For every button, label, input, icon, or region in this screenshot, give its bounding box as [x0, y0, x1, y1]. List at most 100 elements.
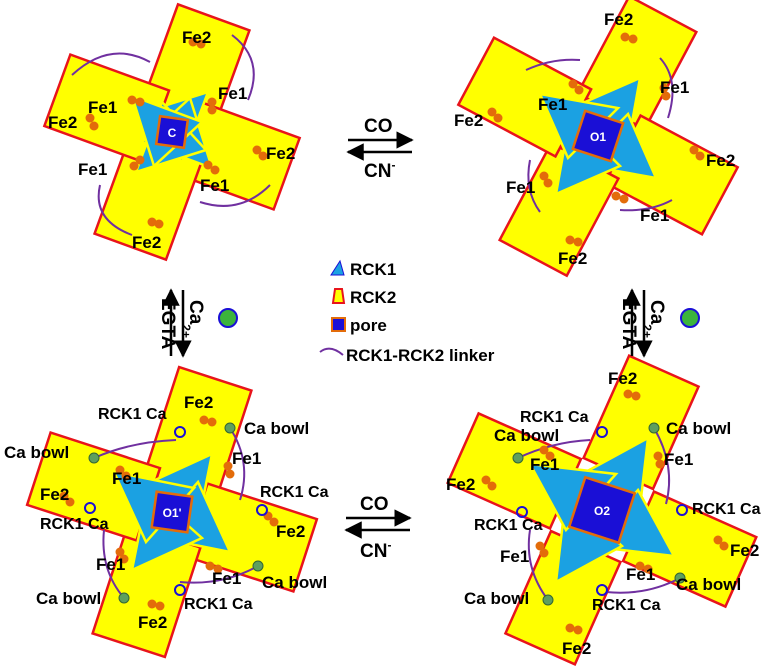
fe1-label: Fe1 — [500, 547, 529, 566]
pore: O1' — [150, 490, 194, 534]
pore-label: C — [168, 126, 177, 140]
egta-label: EGTA — [157, 298, 178, 350]
ca-bowl-label: Ca bowl — [36, 589, 101, 608]
state-open1-prime: O1' Fe2 RCK1 Ca Ca bowl Ca bowl Fe1 Fe1 … — [4, 365, 329, 659]
linkers — [517, 427, 681, 601]
fe2-label: Fe2 — [446, 475, 475, 494]
pore: O1 — [571, 109, 625, 163]
fe1-label: Fe1 — [88, 98, 117, 117]
site-labels: Fe2 RCK1 Ca Ca bowl Ca bowl Fe1 Fe1 Fe2 … — [4, 393, 329, 632]
cn-label: CN- — [360, 538, 391, 562]
linkers — [71, 34, 271, 236]
rck1-ca-label: RCK1 Ca — [184, 596, 253, 613]
fe1-label: Fe1 — [218, 84, 247, 103]
transition-bottom: CO CN- — [344, 494, 412, 562]
fe1-label: Fe1 — [232, 449, 261, 468]
fe2-label: Fe2 — [266, 144, 295, 163]
fe2-label: Fe2 — [276, 522, 305, 541]
fe2-label: Fe2 — [706, 151, 735, 170]
pore-label: O1' — [163, 506, 182, 520]
ca-bowl-label: Ca bowl — [262, 573, 327, 592]
ca-bowl-label: Ca bowl — [244, 419, 309, 438]
cn-label: CN- — [364, 158, 395, 182]
pore: C — [154, 114, 190, 150]
fe1-label: Fe1 — [664, 450, 693, 469]
egta-label: EGTA — [618, 298, 639, 350]
ca-bowl-label: Ca bowl — [4, 443, 69, 462]
fe1-label: Fe1 — [112, 469, 141, 488]
co-label: CO — [360, 494, 389, 515]
rck1-ca-label: RCK1 Ca — [692, 501, 761, 518]
linkers — [525, 57, 674, 213]
pore: O2 — [567, 475, 637, 545]
fe1-label: Fe1 — [78, 160, 107, 179]
ca-bowl-sites — [88, 422, 264, 604]
rck1-ca-label: RCK1 Ca — [40, 516, 109, 533]
ca-bowl-label: Ca bowl — [676, 575, 741, 594]
fe1-label: Fe1 — [506, 178, 535, 197]
fe2-label: Fe2 — [184, 393, 213, 412]
fe2-label: Fe2 — [604, 10, 633, 29]
transition-left: EGTA Ca2+ — [157, 288, 238, 358]
pore-legend-icon — [331, 317, 346, 332]
fe2-label: Fe2 — [454, 111, 483, 130]
fe2-label: Fe2 — [182, 28, 211, 47]
rck2-domains — [42, 2, 302, 262]
fe1-label: Fe1 — [640, 206, 669, 225]
fe1-label: Fe1 — [660, 78, 689, 97]
legend-rck2-label: RCK2 — [350, 288, 396, 307]
calcium-label: Ca2+ — [179, 300, 206, 338]
rck1-ca-label: RCK1 Ca — [592, 597, 661, 614]
fe2-label: Fe2 — [562, 639, 591, 658]
rck1-ca-sites — [84, 426, 268, 596]
calcium-ion-icon — [218, 308, 238, 328]
state-open2: O2 Fe2 RCK1 Ca Ca bowl Ca bowl Fe1 Fe1 F… — [446, 354, 761, 666]
fe2-label: Fe2 — [608, 369, 637, 388]
ca-bowl-label: Ca bowl — [666, 419, 731, 438]
ca-bowl-sites — [512, 422, 686, 606]
rck2-legend-icon — [331, 288, 346, 304]
linkers — [93, 427, 259, 599]
fe2-label: Fe2 — [730, 541, 759, 560]
site-labels: Fe2 Fe1 Fe1 Fe2 Fe2 Fe1 Fe1 Fe2 — [48, 28, 295, 252]
site-labels: Fe2 RCK1 Ca Ca bowl Ca bowl Fe1 Fe1 Fe2 … — [446, 369, 761, 658]
pore-label: O1 — [590, 130, 606, 144]
fe1-label: Fe1 — [200, 176, 229, 195]
fe2-label: Fe2 — [138, 613, 167, 632]
fe1-label: Fe1 — [96, 555, 125, 574]
legend: RCK1 RCK2 pore RCK1-RCK2 linker — [319, 259, 495, 365]
rck1-ca-label: RCK1 Ca — [98, 406, 167, 423]
fe1-label: Fe1 — [626, 565, 655, 584]
state-closed: C Fe2 Fe1 Fe1 Fe2 Fe2 Fe1 Fe1 Fe2 — [42, 2, 302, 262]
fe1-label: Fe1 — [212, 569, 241, 588]
site-labels: Fe2 Fe1 Fe1 Fe2 Fe2 Fe1 Fe1 Fe2 — [454, 10, 735, 268]
fe2-label: Fe2 — [132, 233, 161, 252]
rck1-ca-sites — [516, 426, 688, 596]
state-open1: O1 Fe2 Fe1 Fe1 Fe2 Fe2 Fe1 Fe1 Fe2 — [454, 0, 740, 278]
ca-bowl-label: Ca bowl — [464, 589, 529, 608]
linker-legend-icon — [319, 347, 344, 356]
fe2-label: Fe2 — [558, 249, 587, 268]
rck1-legend-icon — [330, 259, 345, 276]
co-label: CO — [364, 116, 393, 137]
ca-bowl-label: Ca bowl — [494, 426, 559, 445]
transition-right: EGTA Ca2+ — [618, 288, 700, 358]
iron-sites — [481, 389, 729, 635]
rck1-ca-label: RCK1 Ca — [474, 517, 543, 534]
rck1-ca-label: RCK1 Ca — [260, 484, 329, 501]
iron-sites — [487, 32, 705, 247]
rck1-ca-label: RCK1 Ca — [520, 409, 589, 426]
legend-pore-label: pore — [350, 316, 387, 335]
calcium-label: Ca2+ — [640, 300, 667, 338]
transition-top: CO CN- — [346, 116, 414, 182]
rck2-domains — [446, 354, 758, 666]
fe1-label: Fe1 — [530, 455, 559, 474]
iron-sites — [85, 37, 268, 229]
calcium-ion-icon — [680, 308, 700, 328]
fe1-label: Fe1 — [538, 95, 567, 114]
fe2-label: Fe2 — [40, 485, 69, 504]
fe2-label: Fe2 — [48, 113, 77, 132]
legend-linker-label: RCK1-RCK2 linker — [346, 346, 495, 365]
legend-rck1-label: RCK1 — [350, 260, 396, 279]
